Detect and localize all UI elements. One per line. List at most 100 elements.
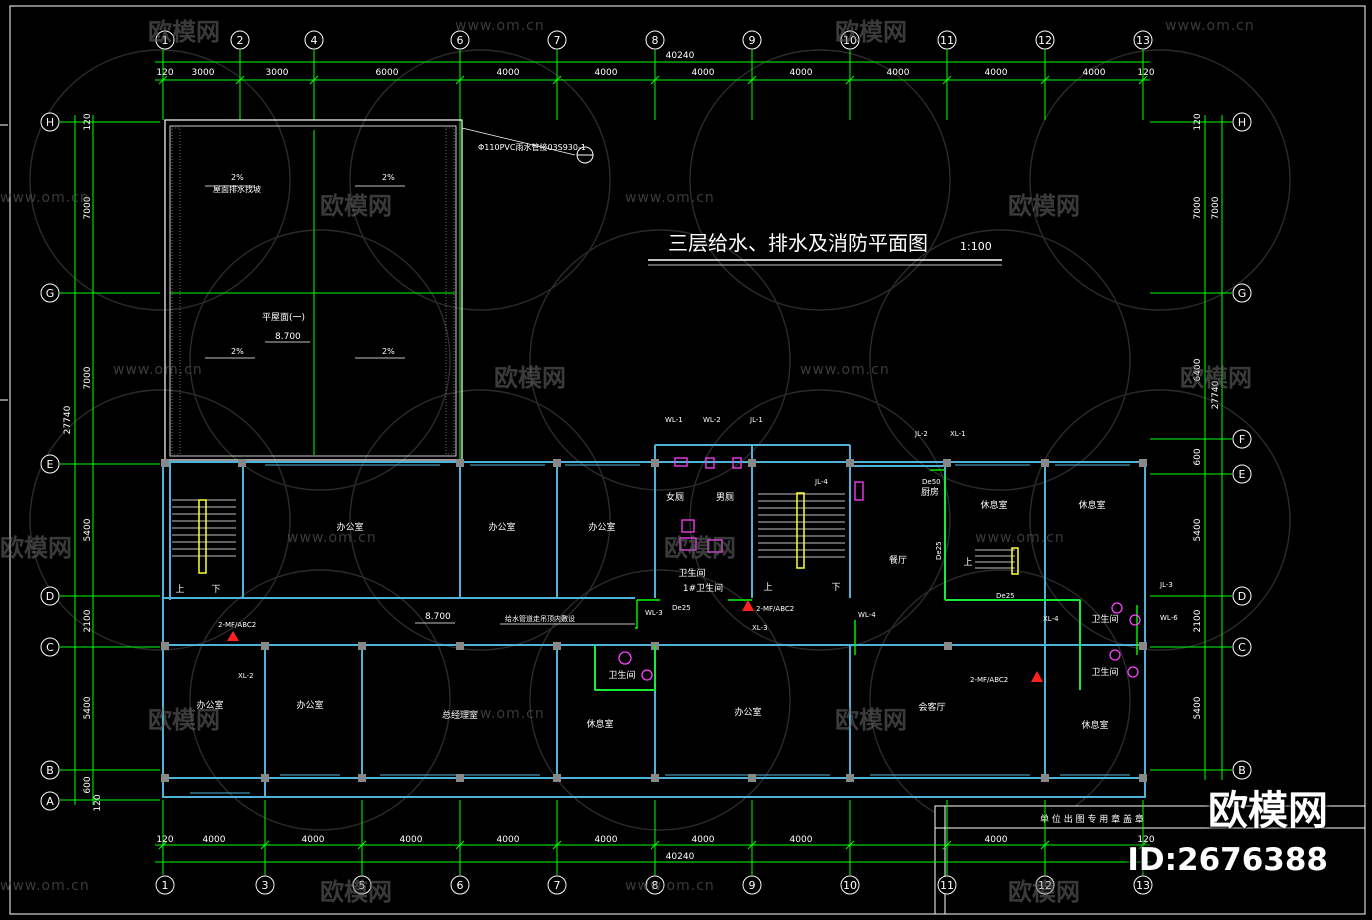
stair-west: [172, 499, 236, 574]
room-toilet-3: 卫生间: [1091, 666, 1118, 678]
dim-left-2: 7000: [83, 366, 93, 389]
room-office-5: 办公室: [296, 699, 323, 711]
axis-bubbles-bottom: [155, 875, 1153, 895]
dim-bottom-4: 4000: [497, 835, 520, 845]
brand-id: ID:2676388: [1127, 842, 1328, 878]
pipe-ceiling-note: 给水管道走吊顶内敷设: [505, 614, 575, 623]
floor-elevation: 8.700: [425, 612, 451, 622]
watermark-url-9: www.om.cn: [455, 706, 545, 722]
axis-bottom-10: 12: [1038, 879, 1052, 892]
axis-bottom-9: 11: [940, 879, 954, 892]
pipe-wl1: WL-1: [665, 416, 683, 424]
axis-right-D: D: [1238, 590, 1246, 603]
pipe-de50: De50: [922, 478, 941, 486]
roof-slope-3: 2%: [231, 347, 244, 356]
pipe-xl4: XL-4: [1043, 615, 1059, 623]
dim-top-8: 4000: [887, 68, 910, 78]
axis-top-4: 6: [457, 34, 464, 47]
dim-top-3: 6000: [376, 68, 399, 78]
axis-right-B: B: [1238, 764, 1246, 777]
dim-bottom-7: 4000: [790, 835, 813, 845]
pipe-xl1: XL-1: [950, 430, 966, 438]
extinguisher-label-2: 2-MF/ABC2: [756, 605, 794, 613]
room-rest-2: 休息室: [980, 499, 1007, 511]
axis-right-H: H: [1238, 116, 1246, 129]
axis-bubbles-left: [40, 112, 60, 811]
pipe-wl2: WL-2: [703, 416, 721, 424]
dim-left-5: 5400: [83, 696, 93, 719]
roof-note: 屋面排水找坡: [213, 184, 261, 194]
room-toilet-main: 1#卫生间: [683, 582, 723, 594]
dim-top-total: 40240: [666, 51, 695, 61]
room-dining: 餐厅: [889, 554, 907, 566]
axis-bottom-5: 7: [554, 879, 561, 892]
extinguisher-label-1: 2-MF/ABC2: [218, 621, 256, 629]
pipe-jl3: JL-3: [1159, 581, 1173, 589]
stair-up-2: 上: [763, 582, 772, 593]
axis-top-9: 11: [940, 34, 954, 47]
watermark-brand-11: 欧模网: [320, 878, 392, 906]
stair-down-2: 下: [831, 583, 840, 593]
watermark-brand-12: 欧模网: [1008, 878, 1080, 906]
stair-down-1: 下: [211, 585, 220, 595]
room-toilet-4: 卫生间: [678, 567, 705, 579]
stair-up-3: 上: [963, 557, 972, 568]
room-kitchen: 厨房: [921, 486, 939, 498]
axis-right-F: F: [1239, 433, 1245, 446]
watermark-brand-10: 欧模网: [835, 706, 907, 734]
watermark-url-3: www.om.cn: [0, 190, 90, 206]
dim-right-1: 7000: [1193, 196, 1203, 219]
dim-right-inner: 7000: [1211, 196, 1221, 219]
dim-left-0: 120: [83, 113, 93, 130]
stair-central: [758, 492, 845, 569]
watermark-url-2: www.om.cn: [1165, 18, 1255, 34]
pipe-wl6: WL-6: [1160, 614, 1178, 622]
dim-bottom-1: 4000: [203, 835, 226, 845]
watermark-circles: [29, 49, 1291, 831]
pipe-xl3: XL-3: [752, 624, 768, 632]
watermark-brand-1: 欧模网: [148, 18, 220, 46]
axis-bottom-1: 1: [162, 879, 169, 892]
dim-top-9: 4000: [985, 68, 1008, 78]
pipe-jl2: JL-2: [914, 430, 928, 438]
axis-bottom-8: 10: [843, 879, 857, 892]
axis-bottom-3: 5: [359, 879, 366, 892]
dim-left-total: 27740: [63, 405, 73, 434]
room-women-wc: 女厕: [666, 491, 684, 503]
room-office-4: 办公室: [196, 699, 223, 711]
axis-left-A: A: [46, 795, 54, 808]
dim-left-1: 7000: [83, 196, 93, 219]
watermark-url-1: www.om.cn: [455, 18, 545, 34]
dim-left-3: 5400: [83, 518, 93, 541]
room-office-3: 办公室: [588, 521, 615, 533]
axis-bottom-2: 3: [262, 879, 269, 892]
roof-slope-2: 2%: [382, 173, 395, 182]
watermark-brand-7: 欧模网: [0, 534, 72, 562]
room-rest-3: 休息室: [1078, 499, 1105, 511]
roof-pipe-note: Φ110PVC雨水管接03S930-1: [478, 142, 586, 152]
room-gm-office: 总经理室: [442, 709, 478, 721]
watermark-brand-8: 欧模网: [664, 534, 736, 562]
watermark-brand-3: 欧模网: [320, 192, 392, 220]
axis-bubbles-right: [1232, 112, 1252, 780]
sanitary-fixtures: [618, 457, 1141, 681]
dim-bottom-total: 40240: [666, 852, 695, 862]
dim-right-0: 120: [1193, 113, 1203, 130]
axis-top-2: 2: [237, 34, 244, 47]
axis-bottom-4: 6: [457, 879, 464, 892]
roof-elevation: 8.700: [275, 332, 301, 342]
watermark-url-7: www.om.cn: [287, 530, 377, 546]
dim-bottom-9: 120: [1137, 835, 1154, 845]
watermark-brand-2: 欧模网: [835, 18, 907, 46]
axis-right-C: C: [1238, 641, 1246, 654]
watermark-url-4: www.om.cn: [625, 190, 715, 206]
watermark-brand-4: 欧模网: [1008, 192, 1080, 220]
roof-slope-1: 2%: [231, 173, 244, 182]
drawing-title-text: 三层给水、排水及消防平面图: [668, 231, 928, 255]
dim-top-11: 120: [1137, 68, 1154, 78]
dim-right-4: 5400: [1193, 518, 1203, 541]
dim-right-6: 5400: [1193, 696, 1203, 719]
watermark-brand-9: 欧模网: [148, 706, 220, 734]
dim-top-6: 4000: [692, 68, 715, 78]
